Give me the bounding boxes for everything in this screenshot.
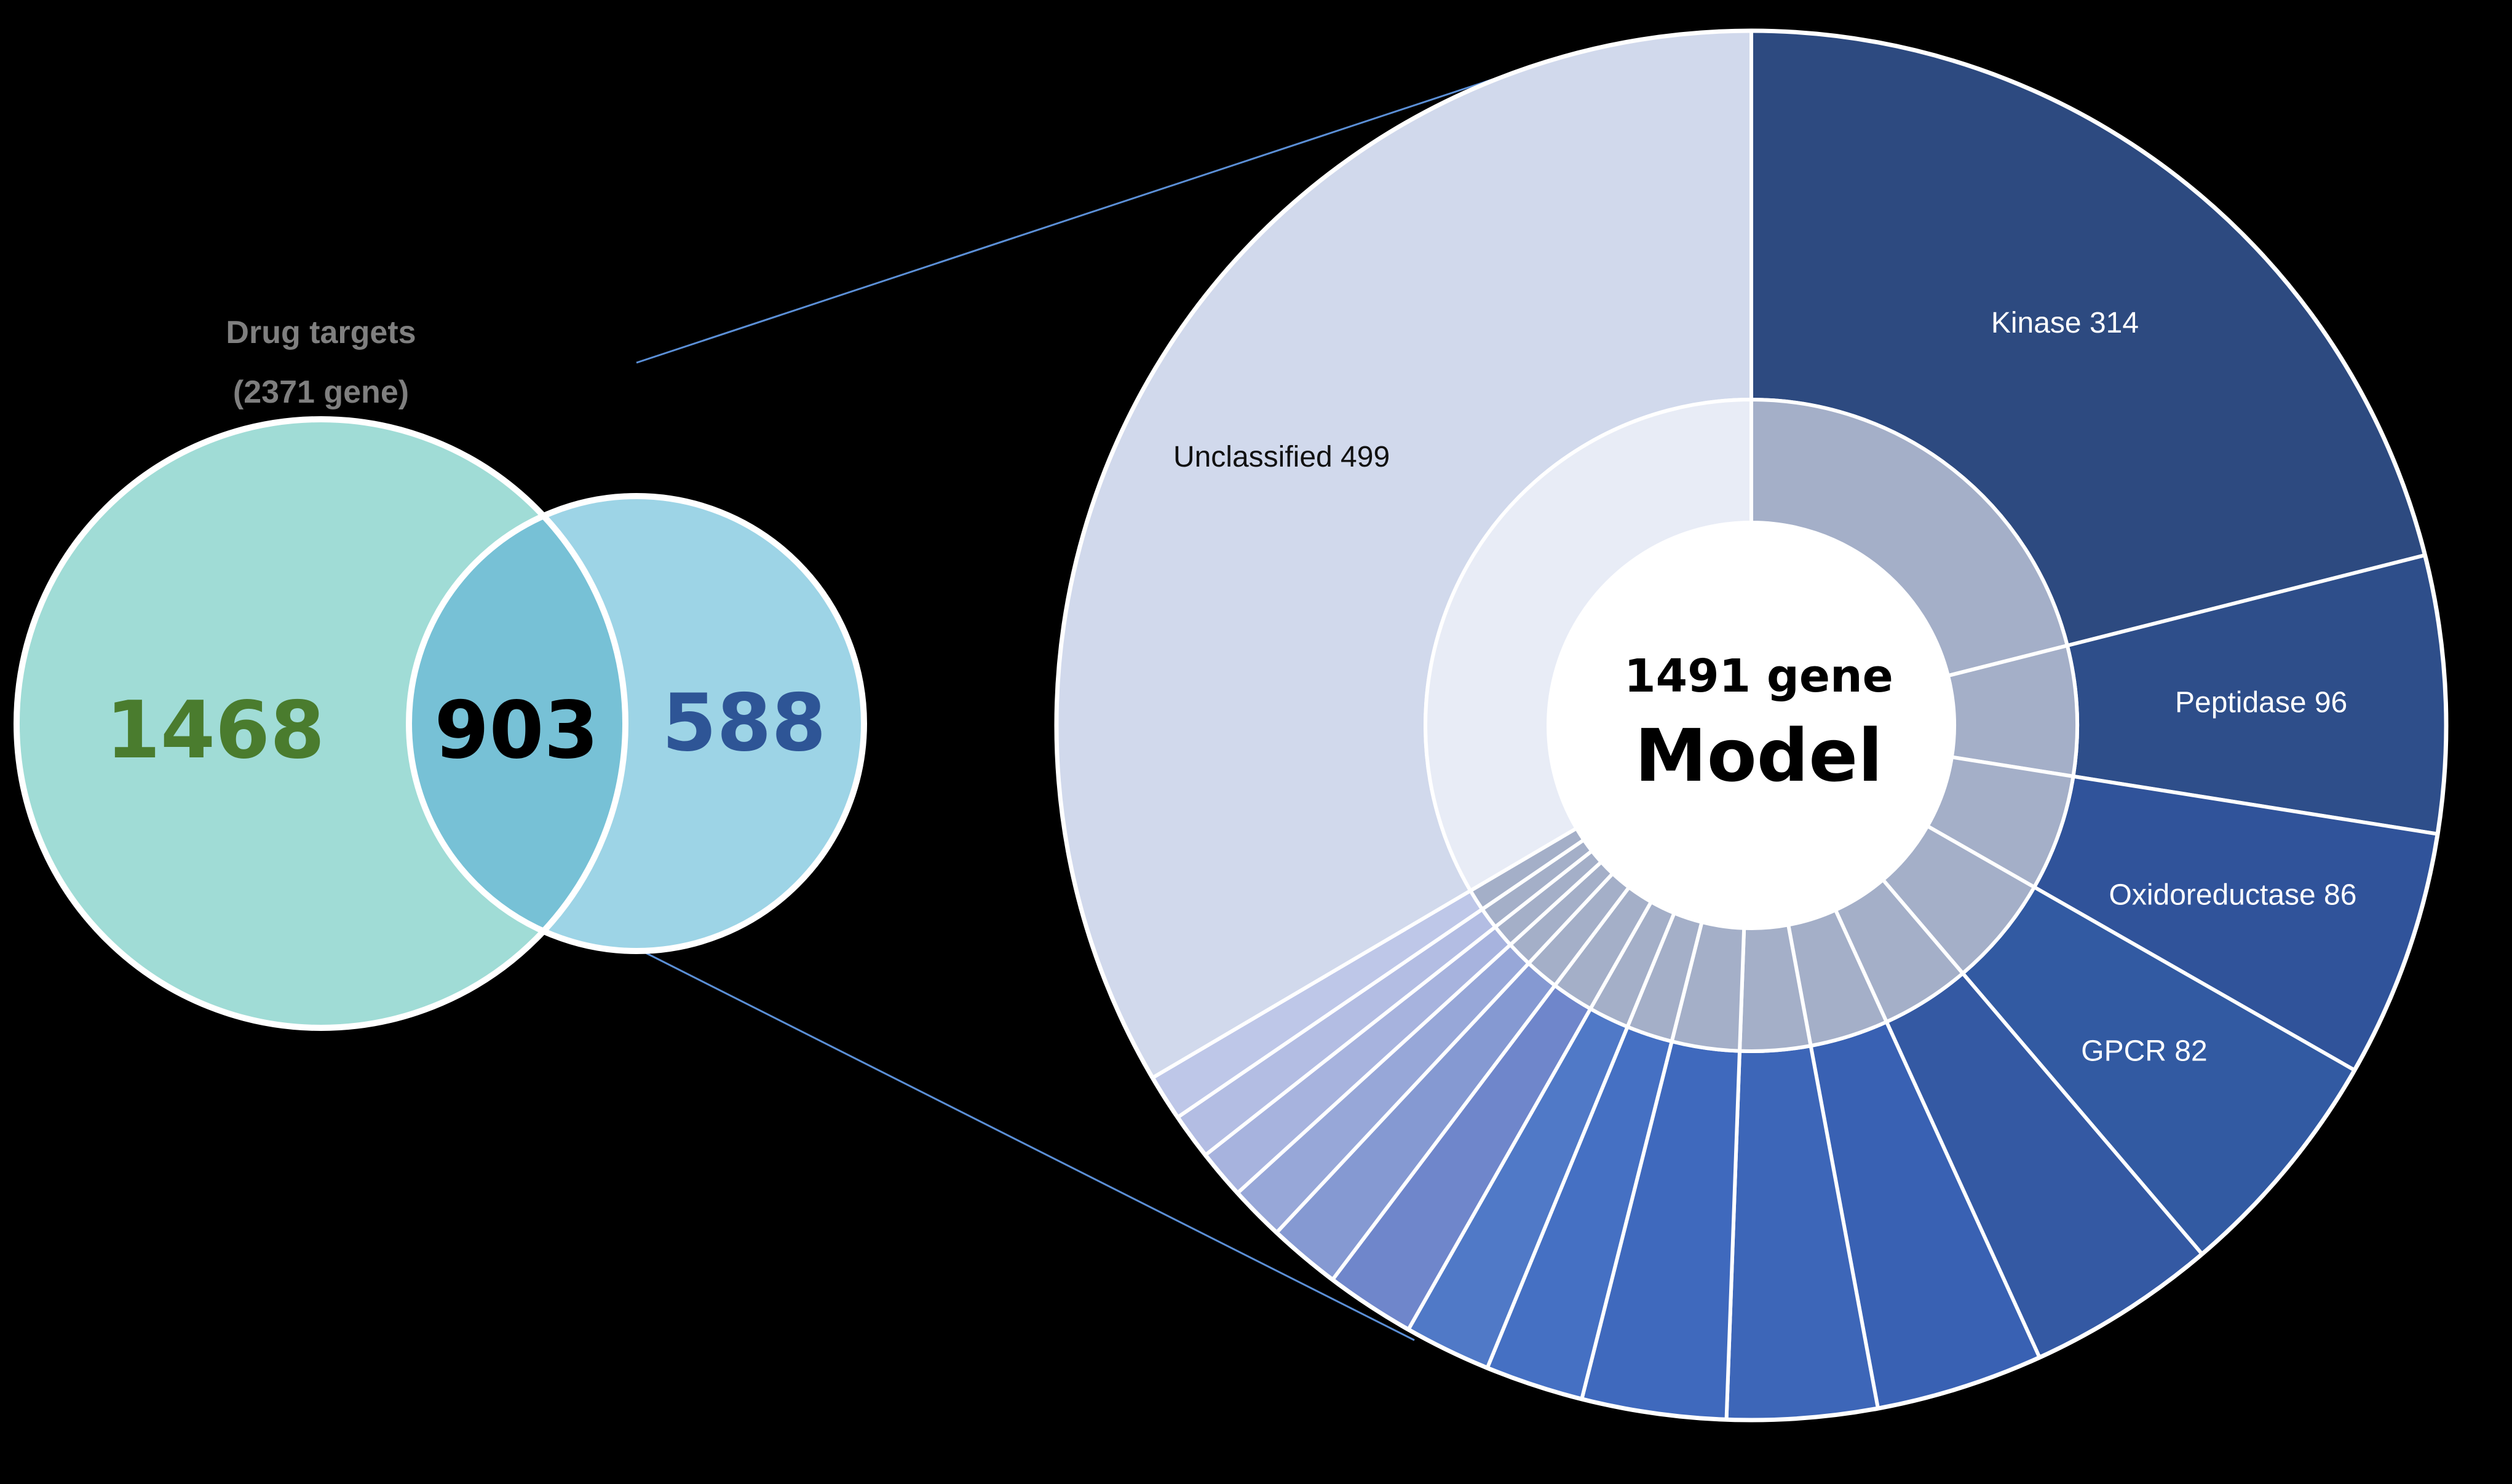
venn-title: Drug targets [226,315,416,350]
center-disc [1548,523,1954,928]
label-unclassified: Unclassified 499 [1173,441,1390,473]
venn-intersection-count: 903 [434,685,598,776]
inner-ring [1424,397,2079,1053]
venn-circle-left-outline [14,416,628,1031]
outer-ring [1054,28,2449,1423]
connector-lines [636,69,1519,1341]
venn-right-only-count: 588 [662,677,826,769]
venn-diagram: Drug targets (2371 gene) 1468 903 588 [14,315,867,1031]
connector-line-bottom [639,949,1415,1341]
label-peptidase: Peptidase 96 [2175,686,2347,719]
label-oxidoreductase: Oxidoreductase 86 [2109,878,2357,911]
center-gene-count: 1491 gene [1624,650,1893,703]
venn-subtitle: (2371 gene) [233,374,409,410]
connector-line-top [636,69,1519,364]
venn-overlap-region [409,496,625,951]
venn-circle-right-outline [406,493,867,954]
label-kinase: Kinase 314 [1991,307,2139,339]
outer-ring-border [1054,28,2449,1423]
inner-segment-kinase [1749,397,2070,678]
center-title: Model [1634,713,1882,798]
label-gpcr: GPCR 82 [2081,1035,2207,1068]
venn-left-only-count: 1468 [106,685,325,776]
